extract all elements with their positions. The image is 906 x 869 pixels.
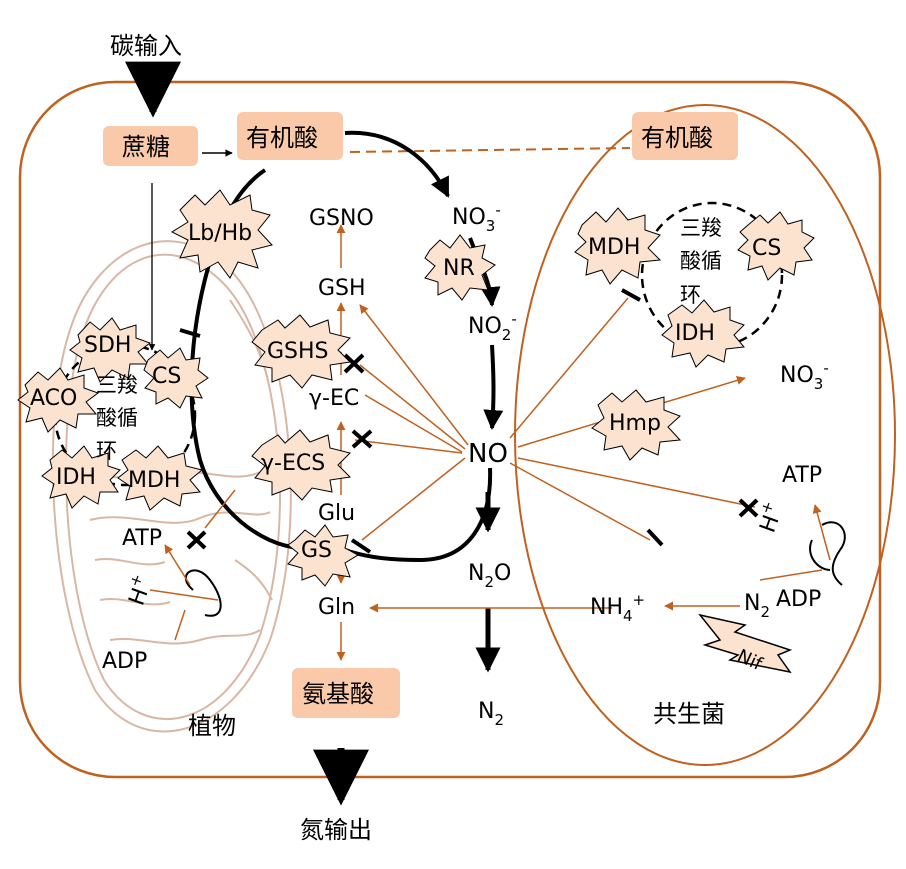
mito-to-atp-link	[204, 489, 236, 529]
inhibition-marks	[179, 288, 664, 554]
organic-acid-plant-label: 有机酸	[246, 124, 318, 152]
sdh-burst	[69, 317, 152, 383]
organic-acid-bact-label: 有机酸	[641, 124, 713, 152]
no2-label: NO2-	[468, 310, 517, 344]
nitrogen-output-label: 氮输出	[300, 816, 372, 844]
nr-burst	[424, 234, 496, 301]
mdh-plant-burst	[117, 445, 204, 511]
organic-acid-plant-box	[237, 112, 343, 160]
gs-burst	[287, 524, 360, 587]
atp-plant-label: ATP	[122, 526, 162, 551]
plant-atp-synthase	[149, 544, 222, 641]
organic-acid-link	[349, 147, 631, 153]
no3-bact-label: NO3-	[780, 359, 829, 393]
gs-label: GS	[301, 538, 332, 563]
sdh-label: SDH	[84, 333, 131, 358]
tca-bact-line1: 三羧	[680, 216, 722, 240]
cs-bact-burst	[737, 211, 815, 281]
gln-label: Gln	[318, 595, 355, 620]
idh-plant-label: IDH	[56, 465, 96, 490]
h-plus-bact-label: H+	[751, 498, 789, 536]
enzyme-bursts	[17, 189, 815, 587]
organic-acid-bact-box	[632, 112, 738, 160]
idh-bact-label: IDH	[675, 321, 715, 346]
gamma-ecs-label: γ-ECS	[261, 451, 325, 476]
cs-bact-label: CS	[752, 236, 781, 261]
no3-plant-label: NO3-	[452, 201, 501, 235]
cs-plant-label: CS	[152, 364, 181, 389]
nif-enzyme-shape	[698, 613, 793, 674]
sucrose-box	[103, 126, 198, 166]
n2-label: N2	[478, 699, 504, 729]
plant-cell-border	[18, 80, 882, 779]
amino-acid-box	[292, 668, 400, 718]
main-cycle-path	[344, 130, 450, 198]
symbiont-cell-border	[514, 104, 896, 766]
n2-bact-label: N2	[744, 591, 770, 621]
adp-bact-label: ADP	[776, 587, 821, 612]
plant-label: 植物	[188, 712, 236, 740]
cycle-bottom-path	[344, 467, 493, 563]
tca-bact-line2: 酸循	[680, 249, 722, 273]
tca-plant-line1: 三羧	[96, 373, 138, 397]
glu-label: Glu	[318, 501, 355, 526]
idh-bact-burst	[661, 299, 745, 368]
atp-bact-label: ATP	[782, 463, 822, 488]
symbiont-label: 共生菌	[653, 700, 725, 728]
gshs-label: GSHS	[267, 339, 329, 364]
gsh-label: GSH	[318, 276, 366, 301]
gshs-burst	[251, 314, 352, 389]
bact-atp-synthase	[759, 504, 846, 586]
lb-hb-burst	[170, 189, 273, 279]
hmp-label: Hmp	[609, 411, 661, 436]
nh4-label: NH4+	[590, 591, 645, 625]
no-label: NO	[468, 439, 508, 469]
adp-plant-label: ADP	[102, 649, 147, 674]
hmp-burst	[591, 389, 682, 461]
sucrose-label: 蔗糖	[122, 133, 170, 161]
carbon-input-label: 碳输入	[110, 32, 182, 60]
aco-label: ACO	[30, 386, 77, 411]
mdh-plant-label: MDH	[128, 468, 180, 493]
no-regulation-arrows	[354, 297, 756, 541]
gsno-label: GSNO	[309, 206, 374, 231]
idh-plant-burst	[41, 445, 121, 509]
n2o-label: N2O	[468, 561, 511, 591]
lb-hb-label: Lb/Hb	[188, 221, 252, 246]
tca-plant-line3: 环	[96, 439, 117, 463]
gamma-ecs-burst	[251, 429, 352, 501]
cycle-right-path-2	[483, 344, 504, 430]
tca-bact-line3: 环	[680, 283, 701, 307]
block-marks	[186, 353, 759, 550]
plant-tca-cycle	[53, 343, 197, 487]
cs-plant-burst	[143, 347, 209, 409]
nr-label: NR	[443, 256, 475, 281]
aco-burst	[17, 367, 100, 433]
mdh-bact-burst	[574, 207, 662, 285]
tca-plant-line2: 酸循	[96, 406, 138, 430]
mdh-bact-label: MDH	[588, 235, 640, 260]
amino-acid-label: 氨基酸	[302, 680, 374, 708]
gamma-ec-label: γ-EC	[309, 386, 359, 411]
